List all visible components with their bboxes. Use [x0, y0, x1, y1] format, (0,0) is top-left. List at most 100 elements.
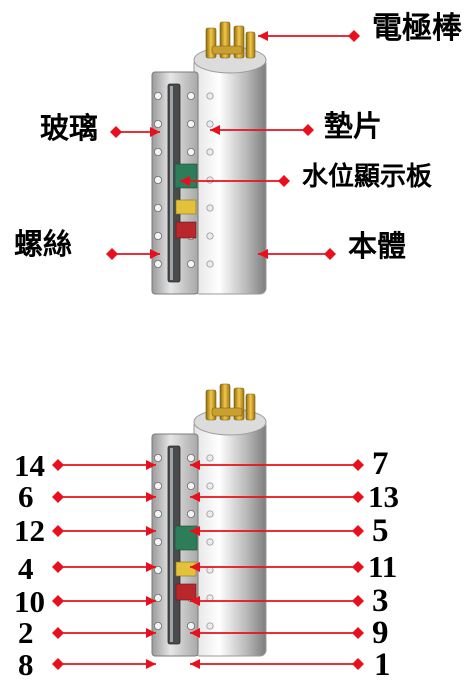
arrow-head [190, 596, 200, 606]
screw-right-3-bottom [186, 509, 195, 518]
arrow-left-6 [52, 627, 156, 639]
indicator-yellow-bottom [175, 561, 197, 577]
number-left-7: 8 [18, 647, 34, 682]
indicator-green-bottom [174, 525, 198, 551]
arrow-head [190, 628, 200, 638]
arrow-gasket [210, 124, 314, 136]
arrow-head [258, 31, 268, 41]
gasket-bolt-4-bottom [206, 538, 214, 546]
label-gasket: 墊片 [324, 109, 383, 143]
arrow-head [146, 460, 156, 470]
arrow-diamond [352, 561, 364, 573]
number-right-6: 9 [372, 615, 389, 651]
gauge-illustration-bottom [151, 383, 267, 657]
screw-left-6-bottom [153, 594, 162, 603]
number-right-2: 13 [368, 479, 399, 514]
pointer-arrows [52, 30, 364, 670]
arrow-right-5 [190, 595, 364, 607]
arrow-head [150, 127, 160, 137]
arrow-glass [110, 126, 160, 138]
arrow-head [146, 628, 156, 638]
arrow-right-4 [190, 561, 364, 573]
number-right-4: 11 [368, 549, 398, 584]
arrow-head [190, 526, 200, 536]
screw-left-1-bottom [153, 453, 162, 462]
gasket-bolt-3-bottom [206, 510, 214, 518]
gasket-bolt-3-top [206, 148, 214, 156]
electrode-rod-4-top [245, 31, 256, 59]
screw-left-3-bottom [153, 509, 162, 518]
label-indicator: 水位顯示板 [302, 162, 433, 192]
screw-left-3-top [153, 147, 162, 156]
arrow-diamond [52, 595, 64, 607]
gauge-illustration-top [151, 21, 267, 295]
screw-right-7-bottom [186, 622, 195, 631]
gasket-bolt-1-top [206, 92, 214, 100]
gasket-bolt-5-top [206, 204, 214, 212]
arrow-diamond [52, 525, 64, 537]
arrow-right-7 [190, 658, 364, 670]
screw-right-2-bottom [186, 481, 195, 490]
arrow-diamond [278, 175, 290, 187]
screw-left-6-top [153, 231, 162, 240]
arrow-left-4 [52, 561, 156, 573]
glass-reflection-bottom [170, 448, 173, 642]
arrow-right-2 [190, 491, 364, 503]
arrow-diamond [324, 248, 336, 260]
arrow-head [258, 249, 268, 259]
arrow-left-1 [52, 459, 156, 471]
arrow-right-1 [190, 459, 364, 471]
gasket-bolt-7-top [206, 260, 214, 268]
arrow-left-5 [52, 595, 156, 607]
electrode-nut-top [211, 45, 243, 55]
arrow-body [258, 248, 336, 260]
arrow-head [146, 659, 156, 669]
arrow-diamond [106, 248, 118, 260]
glass-reflection-top [170, 86, 173, 280]
arrow-diamond [52, 627, 64, 639]
gasket-bolt-4-top [206, 176, 214, 184]
screw-left-1-top [153, 92, 162, 101]
gasket-bolt-2-top [206, 120, 214, 128]
gasket-bolt-7-bottom [206, 622, 214, 630]
arrow-diamond [302, 124, 314, 136]
gasket-bolt-1-bottom [206, 454, 214, 462]
number-left-4: 4 [18, 551, 34, 586]
gasket-bolt-6-top [206, 232, 214, 240]
label-screw: 螺絲 [14, 227, 73, 261]
arrow-head [190, 492, 200, 502]
arrow-diamond [52, 561, 64, 573]
arrow-electrode [258, 30, 360, 42]
arrow-diamond [52, 459, 64, 471]
arrow-head [150, 249, 160, 259]
arrow-head [190, 659, 200, 669]
arrow-diamond [52, 658, 64, 670]
arrow-right-6 [190, 627, 364, 639]
arrow-diamond [52, 491, 64, 503]
gasket-bolt-2-bottom [206, 482, 214, 490]
arrow-diamond [352, 491, 364, 503]
indicator-red-top [175, 221, 197, 239]
arrow-head [190, 460, 200, 470]
screw-left-2-bottom [153, 481, 162, 490]
arrow-diamond [348, 30, 360, 42]
arrow-head [146, 596, 156, 606]
label-glass: 玻璃 [40, 111, 99, 145]
arrow-head [146, 492, 156, 502]
arrow-diamond [352, 525, 364, 537]
arrow-indicator [180, 175, 290, 187]
number-left-5: 10 [14, 584, 45, 619]
arrow-head [180, 176, 190, 186]
screw-left-4-bottom [153, 538, 162, 547]
screw-left-5-top [153, 203, 162, 212]
electrode-rod-4-bottom [245, 393, 256, 421]
screw-right-7-top [186, 259, 195, 268]
indicator-green-top [174, 163, 198, 189]
arrow-diamond [110, 126, 122, 138]
number-right-1: 7 [372, 446, 389, 482]
number-right-3: 5 [372, 513, 389, 549]
screw-right-1-top [186, 92, 195, 101]
arrow-diamond [352, 595, 364, 607]
gauge-body-bottom [193, 419, 267, 657]
arrow-diamond [352, 627, 364, 639]
